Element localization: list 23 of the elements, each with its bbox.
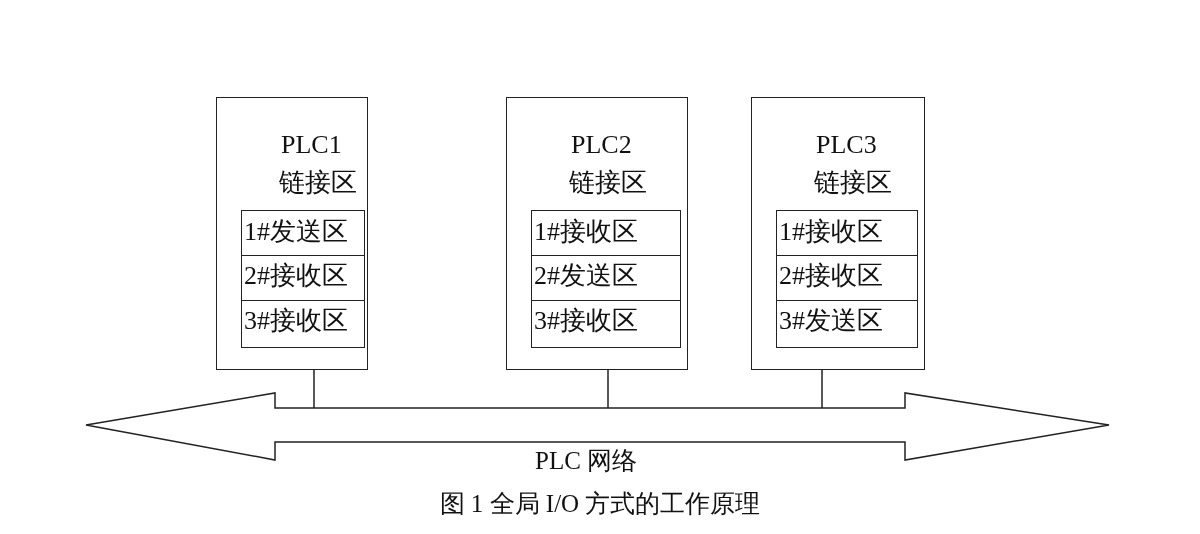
memory-area-cell: 3#发送区 [776,300,918,348]
connector-line [607,369,609,409]
plc-box [216,97,368,370]
network-label: PLC 网络 [535,446,638,476]
plc-title: PLC2 [571,130,632,160]
plc-title: PLC3 [816,130,877,160]
memory-area-cell: 1#发送区 [241,210,365,256]
plc-title: PLC1 [281,130,342,160]
memory-area-cell: 3#接收区 [531,300,681,348]
memory-area-cell: 1#接收区 [776,210,918,256]
memory-area-cell: 3#接收区 [241,300,365,348]
plc-box [506,97,688,370]
area-heading: 链接区 [279,168,357,198]
memory-area-cell: 2#接收区 [776,255,918,301]
connector-line [821,369,823,409]
connector-line [313,369,315,409]
figure-caption: 图 1 全局 I/O 方式的工作原理 [439,489,761,519]
plc-box [751,97,925,370]
memory-area-cell: 2#发送区 [531,255,681,301]
area-heading: 链接区 [814,168,892,198]
memory-area-cell: 2#接收区 [241,255,365,301]
area-heading: 链接区 [569,168,647,198]
memory-area-cell: 1#接收区 [531,210,681,256]
